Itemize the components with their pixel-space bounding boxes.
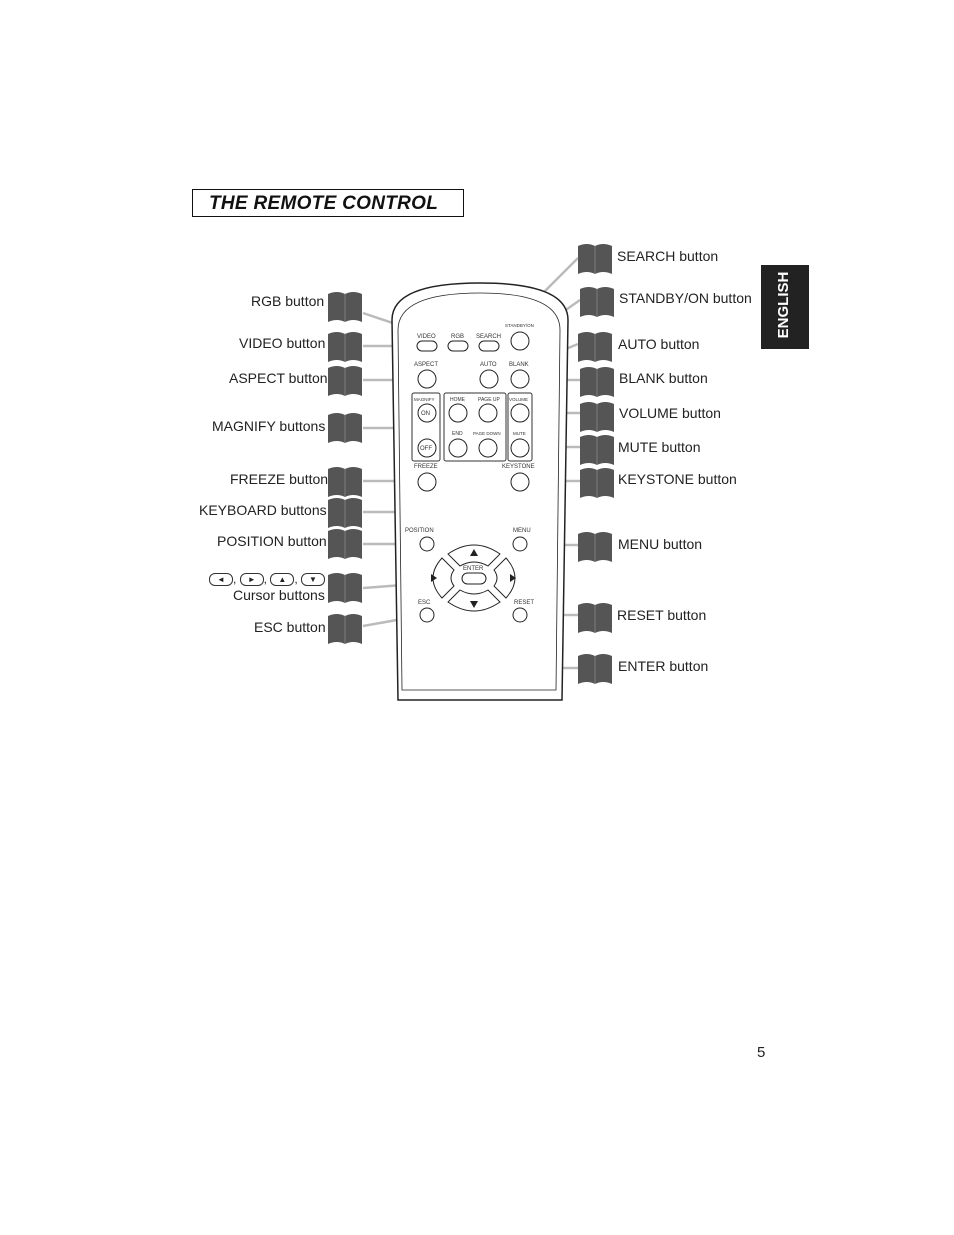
book-icon: [327, 572, 363, 604]
remote-label-reset: RESET: [514, 600, 534, 606]
up-arrow-icon: ▲: [270, 573, 295, 587]
page-title: THE REMOTE CONTROL: [209, 193, 439, 214]
callout-reset: RESET button: [617, 607, 707, 623]
book-icon: [327, 365, 363, 397]
remote-label-search: SEARCH: [476, 334, 501, 340]
callout-freeze: FREEZE button: [230, 471, 329, 487]
callout-position: POSITION button: [217, 533, 327, 549]
callout-auto: AUTO button: [618, 336, 700, 352]
callout-magnify: MAGNIFY buttons: [212, 418, 326, 434]
book-icon: [577, 653, 613, 685]
remote-label-rgb: RGB: [451, 334, 464, 340]
page-number: 5: [757, 1044, 766, 1061]
book-icon: [327, 466, 363, 498]
remote-label-keystone: KEYSTONE: [502, 464, 535, 470]
book-icons-right: [577, 243, 615, 685]
callout-search: SEARCH button: [617, 248, 719, 264]
remote-label-auto: AUTO: [480, 362, 497, 368]
book-icon: [327, 291, 363, 323]
remote-label-on: ON: [421, 411, 430, 417]
book-icon: [579, 366, 615, 398]
book-icon: [327, 331, 363, 363]
remote-label-volume: VOLUME: [509, 397, 528, 402]
book-icons-left: [327, 291, 363, 645]
callout-enter: ENTER button: [618, 658, 709, 674]
title-box: THE REMOTE CONTROL: [192, 189, 464, 217]
right-arrow-icon: ►: [239, 573, 264, 587]
callout-standby: STANDBY/ON button: [619, 290, 752, 306]
book-icon: [327, 613, 363, 645]
remote-label-video: VIDEO: [417, 334, 436, 340]
down-arrow-icon: ▼: [301, 573, 326, 587]
callout-blank: BLANK button: [619, 370, 708, 386]
remote-label-mute: MUTE: [513, 431, 526, 436]
callout-mute: MUTE button: [618, 439, 701, 455]
cursor-glyph-row: ◄, ►, ▲, ▼: [209, 572, 326, 587]
book-icon: [327, 412, 363, 444]
book-icon: [577, 602, 613, 634]
remote-label-enter: ENTER: [463, 566, 484, 572]
callout-rgb: RGB button: [251, 293, 325, 309]
remote-label-menu: MENU: [513, 528, 531, 534]
callout-esc: ESC button: [254, 619, 326, 635]
remote-labels: VIDEO RGB SEARCH STANDBY/ON ASPECT AUTO …: [405, 323, 535, 606]
callout-aspect: ASPECT button: [229, 370, 328, 386]
remote-label-end: END: [452, 431, 463, 437]
remote-label-position: POSITION: [405, 528, 434, 534]
language-tab: ENGLISH: [761, 265, 809, 349]
book-icon: [577, 331, 613, 363]
callout-cursor: Cursor buttons: [233, 587, 325, 603]
book-icon: [327, 528, 363, 560]
book-icon: [579, 434, 615, 466]
book-icon: [327, 497, 363, 529]
book-icon: [577, 243, 613, 275]
remote-label-page-up: PAGE UP: [478, 397, 501, 403]
remote-label-freeze: FREEZE: [414, 464, 438, 470]
remote-label-page-down: PAGE DOWN: [473, 431, 501, 436]
remote-label-esc: ESC: [418, 600, 431, 606]
remote-label-off: OFF: [420, 446, 432, 452]
remote-label-magnify: MAGNIFY: [414, 397, 435, 402]
left-arrow-icon: ◄: [209, 573, 233, 587]
remote-label-blank: BLANK: [509, 362, 529, 368]
book-icon: [577, 531, 613, 563]
book-icon: [579, 467, 615, 499]
remote-label-home: HOME: [450, 397, 466, 403]
callout-keyboard: KEYBOARD buttons: [199, 502, 327, 518]
book-icon: [579, 401, 615, 433]
remote-label-standby: STANDBY/ON: [505, 323, 534, 328]
callout-menu: MENU button: [618, 536, 703, 552]
callout-keystone: KEYSTONE button: [618, 471, 737, 487]
callout-volume: VOLUME button: [619, 405, 721, 421]
book-icon: [579, 286, 615, 318]
remote-label-aspect: ASPECT: [414, 362, 438, 368]
callout-video: VIDEO button: [239, 335, 326, 351]
